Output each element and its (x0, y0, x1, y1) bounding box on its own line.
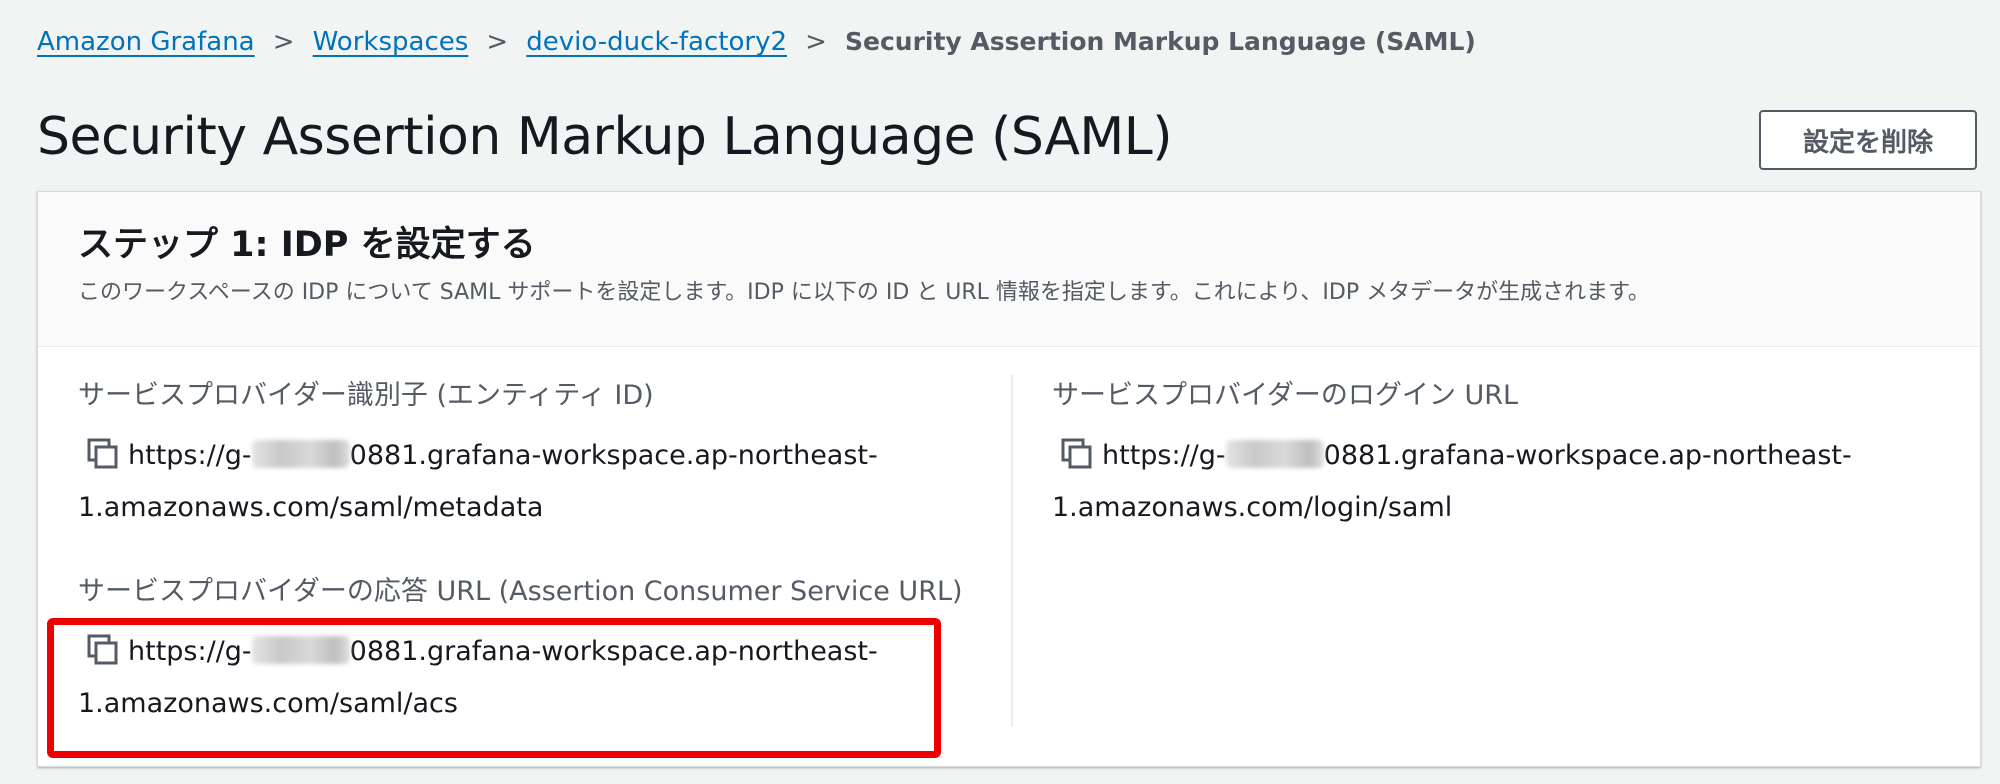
redacted-id (251, 635, 350, 664)
entity-id-label: サービスプロバイダー識別子 (エンティティ ID) (78, 380, 654, 411)
delete-settings-button[interactable]: 設定を削除 (1759, 110, 1977, 170)
page-title: Security Assertion Markup Language (SAML… (37, 107, 1173, 167)
chevron-right-icon: > (272, 27, 295, 57)
url-line2: 1.amazonaws.com/saml/acs (78, 688, 458, 719)
url-rest: 0881.grafana-workspace.ap-northeast- (349, 636, 878, 667)
breadcrumb-link-workspace[interactable]: devio-duck-factory2 (526, 27, 787, 57)
redacted-id (1225, 439, 1324, 468)
entity-id-value: https://g- 0881.grafana-workspace.ap-nort… (78, 430, 918, 534)
breadcrumb-current: Security Assertion Markup Language (SAML… (845, 27, 1476, 56)
idp-config-panel: ステップ 1: IDP を設定する このワークスペースの IDP について SA… (37, 191, 1981, 767)
column-divider (1011, 375, 1013, 727)
redacted-id (251, 439, 350, 468)
acs-url-value: https://g- 0881.grafana-workspace.ap-nort… (78, 626, 918, 730)
step-description: このワークスペースの IDP について SAML サポートを設定します。IDP … (78, 280, 1650, 305)
chevron-right-icon: > (805, 27, 827, 57)
url-prefix: https://g- (1102, 440, 1226, 471)
copy-icon[interactable] (86, 437, 120, 471)
chevron-right-icon: > (486, 27, 509, 57)
url-prefix: https://g- (128, 440, 252, 471)
login-url-value: https://g- 0881.grafana-workspace.ap-nort… (1052, 430, 1892, 534)
url-line2: 1.amazonaws.com/saml/metadata (78, 492, 544, 523)
url-rest: 0881.grafana-workspace.ap-northeast- (349, 440, 878, 471)
breadcrumb-link-workspaces[interactable]: Workspaces (312, 27, 469, 57)
url-prefix: https://g- (128, 636, 252, 667)
highlight-annotation (47, 618, 941, 758)
acs-url-label: サービスプロバイダーの応答 URL (Assertion Consumer Se… (78, 576, 963, 607)
breadcrumb-link-amazon-grafana[interactable]: Amazon Grafana (37, 27, 255, 57)
copy-icon[interactable] (1060, 437, 1094, 471)
url-rest: 0881.grafana-workspace.ap-northeast- (1323, 440, 1852, 471)
login-url-label: サービスプロバイダーのログイン URL (1052, 380, 1519, 411)
panel-header: ステップ 1: IDP を設定する このワークスペースの IDP について SA… (38, 192, 1980, 347)
copy-icon[interactable] (86, 633, 120, 667)
url-line2: 1.amazonaws.com/login/saml (1052, 492, 1453, 523)
breadcrumb: Amazon Grafana > Workspaces > devio-duck… (37, 24, 1476, 60)
step-title: ステップ 1: IDP を設定する (78, 225, 536, 265)
